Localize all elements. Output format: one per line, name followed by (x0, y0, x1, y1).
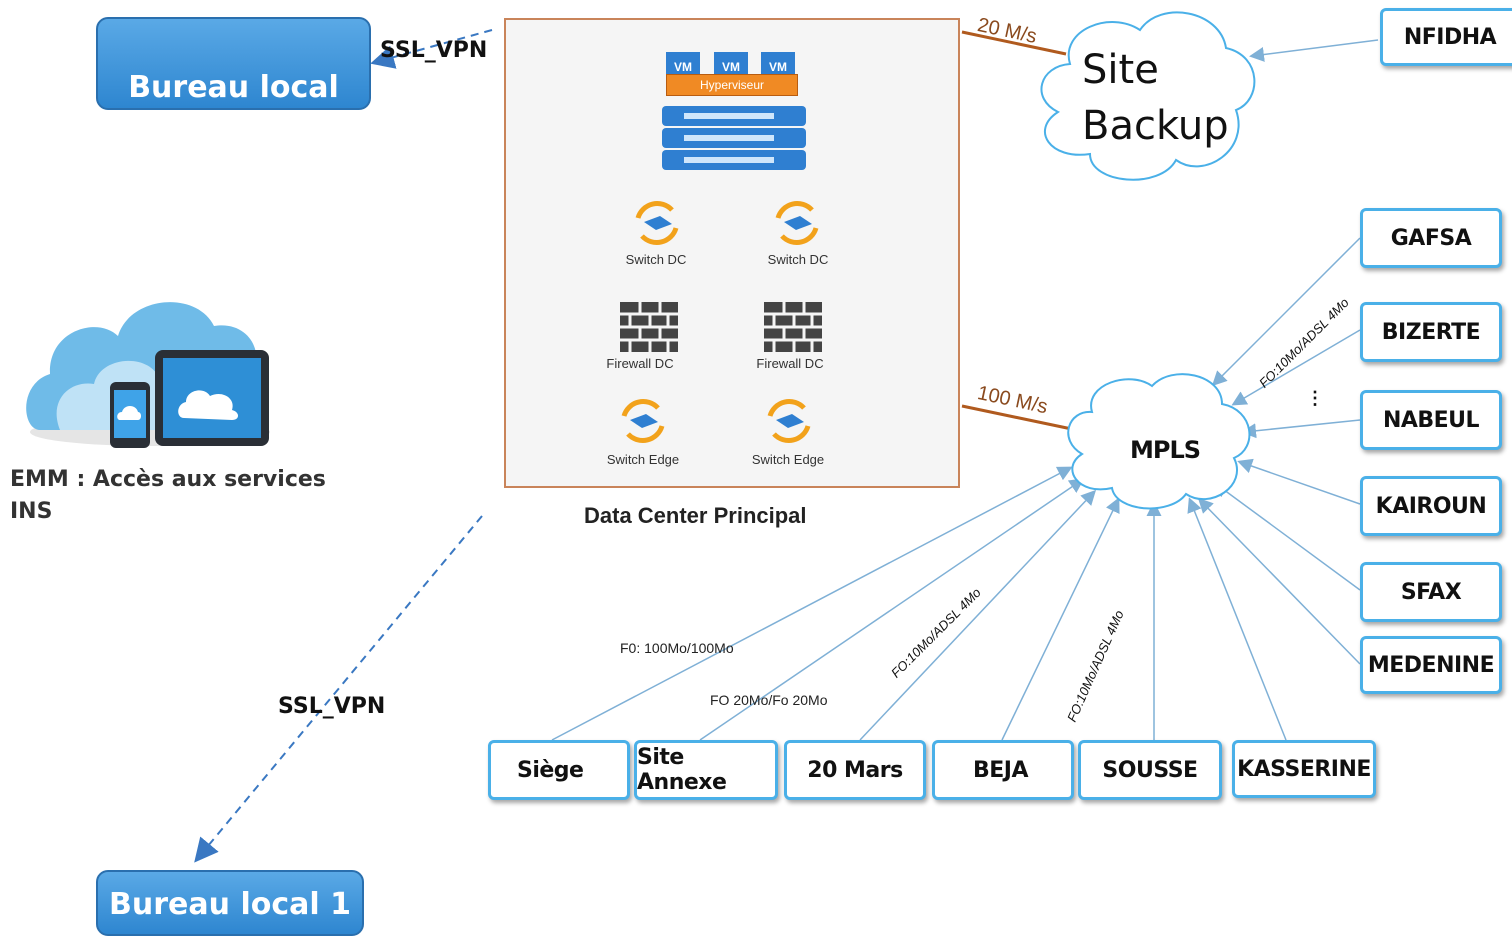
site-annexe-label: Site Annexe (637, 745, 727, 795)
site-annexe[interactable]: Site Annexe (634, 740, 778, 800)
ssl-vpn-label-bottom: SSL_VPN (278, 694, 386, 719)
vpn-link-bureau1 (194, 515, 483, 863)
medenine-mpls-link (1197, 497, 1361, 665)
backup-link (961, 30, 1067, 56)
site-kasserine-label: KASSERINE (1237, 756, 1371, 782)
site-gafsa[interactable]: GAFSA (1360, 208, 1502, 268)
emm-cloud-devices-illustration (26, 302, 270, 448)
sfax-mpls-link (1213, 482, 1361, 591)
kairoun-mpls-link (1237, 458, 1361, 505)
site-kairoun[interactable]: KAIROUN (1360, 476, 1502, 536)
switch-edge-left-label: Switch Edge (606, 452, 680, 467)
site-beja-label: BEJA (973, 757, 1029, 783)
site-backup-cloud (1040, 11, 1256, 181)
siege-mpls-link (551, 466, 1073, 741)
switch-edge-right-icon (767, 399, 811, 443)
site-nfidha-label: NFIDHA (1403, 24, 1497, 50)
switch-edge-left-icon (621, 399, 665, 443)
switch-dc-left-label: Switch DC (625, 252, 687, 267)
site-beja[interactable]: BEJA (932, 740, 1074, 800)
site-bizerte[interactable]: BIZERTE (1360, 302, 1502, 362)
ssl-vpn-label-top: SSL_VPN (380, 38, 488, 63)
site-gafsa-label: GAFSA (1390, 225, 1472, 251)
firewall-right-label: Firewall DC (756, 356, 824, 371)
site-sfax[interactable]: SFAX (1360, 562, 1502, 622)
site-siege[interactable]: Siège (488, 740, 630, 800)
fo-100-label: F0: 100Mo/100Mo (620, 640, 734, 656)
switch-dc-right-label: Switch DC (767, 252, 829, 267)
gafsa-mpls-link (1211, 237, 1361, 387)
site-siege-label: Siège (517, 757, 584, 783)
firewall-left-icon (620, 302, 678, 352)
vpn-link-bureau13 (370, 29, 493, 69)
site-kasserine[interactable]: KASSERINE (1232, 740, 1376, 798)
site-nabeul[interactable]: NABEUL (1360, 390, 1502, 450)
site-bizerte-label: BIZERTE (1381, 319, 1481, 345)
emm-label: EMM : Accès aux services INS (10, 467, 326, 524)
bureau-local-13-label: Bureau local 13 (128, 70, 339, 151)
bureau-local-1[interactable]: Bureau local 1 (96, 870, 364, 936)
nabeul-mpls-link (1241, 419, 1361, 439)
site-kairoun-label: KAIROUN (1375, 493, 1487, 519)
switch-dc-right-icon (775, 201, 819, 245)
bureau-local-13[interactable]: Bureau local 13 (96, 17, 371, 151)
bizerte-mpls-link (1231, 329, 1361, 406)
mars-mpls-link (859, 489, 1097, 741)
fo-20-label: FO 20Mo/Fo 20Mo (710, 692, 828, 708)
switch-edge-right-label: Switch Edge (751, 452, 825, 467)
ellipsis-label: ⋮ (1306, 388, 1324, 408)
site-20-mars-label: 20 Mars (807, 757, 903, 783)
site-medenine[interactable]: MEDENINE (1360, 636, 1502, 694)
firewall-left-label: Firewall DC (606, 356, 674, 371)
kasserine-mpls-link (1187, 497, 1287, 741)
site-sousse-label: SOUSSE (1102, 757, 1198, 783)
mpls-cloud (1067, 373, 1251, 510)
site-sfax-label: SFAX (1400, 579, 1462, 605)
site-20-mars[interactable]: 20 Mars (784, 740, 926, 800)
bureau-local-1-label: Bureau local 1 (109, 887, 351, 922)
site-nfidha[interactable]: NFIDHA (1380, 8, 1512, 66)
site-backup-label: Site Backup (1082, 47, 1229, 149)
mpls-link (961, 404, 1087, 434)
datacenter-title: Data Center Principal (584, 503, 807, 528)
hyperviseur-bar: Hyperviseur (666, 74, 798, 96)
site-nabeul-label: NABEUL (1382, 407, 1480, 433)
annexe-mpls-link (699, 478, 1085, 741)
beja-mpls-link (1001, 497, 1120, 741)
mpls-label: MPLS (1130, 436, 1201, 464)
nfidha-backup-link (1249, 39, 1379, 62)
site-sousse[interactable]: SOUSSE (1078, 740, 1222, 800)
switch-dc-left-icon (635, 201, 679, 245)
datacenter-frame: VM VM VM Hyperviseur Switch DC Switch DC (504, 18, 960, 488)
site-medenine-label: MEDENINE (1367, 652, 1495, 678)
server-stack-icon (662, 106, 806, 170)
firewall-right-icon (764, 302, 822, 352)
